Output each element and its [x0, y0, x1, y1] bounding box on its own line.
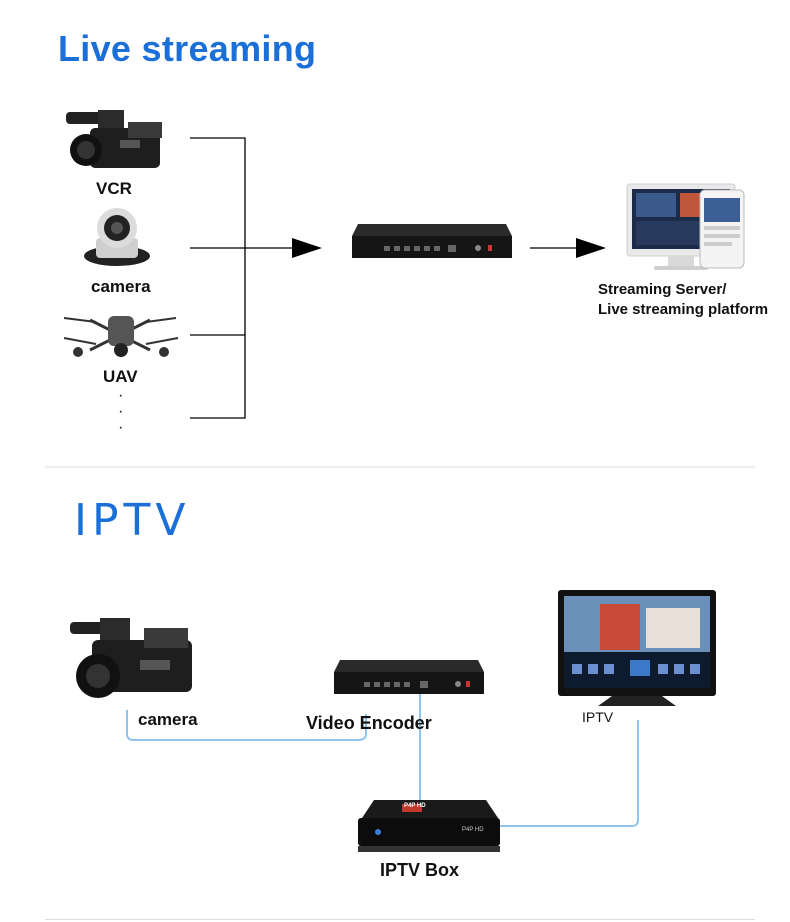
iptv-camcorder-icon [70, 618, 192, 698]
streaming-server-label: Streaming Server/ Live streaming platfor… [598, 280, 768, 320]
streaming-server-label-line2: Live streaming platform [598, 301, 769, 318]
streaming-server-label-line1: Streaming Server/ [598, 281, 727, 298]
iptv-box-front-text: P4P HD [462, 827, 484, 833]
ellipsis-dot: · [118, 403, 124, 420]
streaming-server-phone-icon [699, 189, 745, 269]
arrow-to-encoder [292, 238, 322, 258]
ellipsis-dot: · [118, 419, 124, 436]
live-streaming-title: Live streaming [58, 28, 317, 69]
source-label-vcr: VCR [96, 179, 132, 198]
vcr-camcorder-icon [66, 110, 162, 168]
iptv-set-top-box-icon [358, 800, 500, 852]
iptv-encoder-device-icon [334, 660, 484, 694]
iptv-tv-label: IPTV [582, 709, 614, 725]
iptv-box-logo: P4P HD [404, 803, 426, 809]
iptv-cables [126, 692, 639, 827]
iptv-box-label: IPTV Box [380, 860, 460, 880]
more-sources-ellipsis: · · · [118, 388, 123, 436]
ellipsis-dot: · [118, 387, 124, 404]
iptv-tv-icon [558, 590, 716, 706]
iptv-camera-label: camera [138, 710, 198, 729]
conference-camera-icon [84, 208, 150, 266]
arrow-to-server [576, 238, 606, 258]
source-label-camera: camera [91, 277, 151, 296]
source-label-uav: UAV [103, 367, 138, 386]
uav-drone-body [73, 316, 169, 357]
source-connectors [190, 137, 582, 419]
iptv-title: IPTV [74, 495, 191, 546]
encoder-device-icon [352, 224, 512, 258]
video-encoder-label: Video Encoder [306, 713, 432, 733]
bottom-divider [45, 919, 755, 920]
